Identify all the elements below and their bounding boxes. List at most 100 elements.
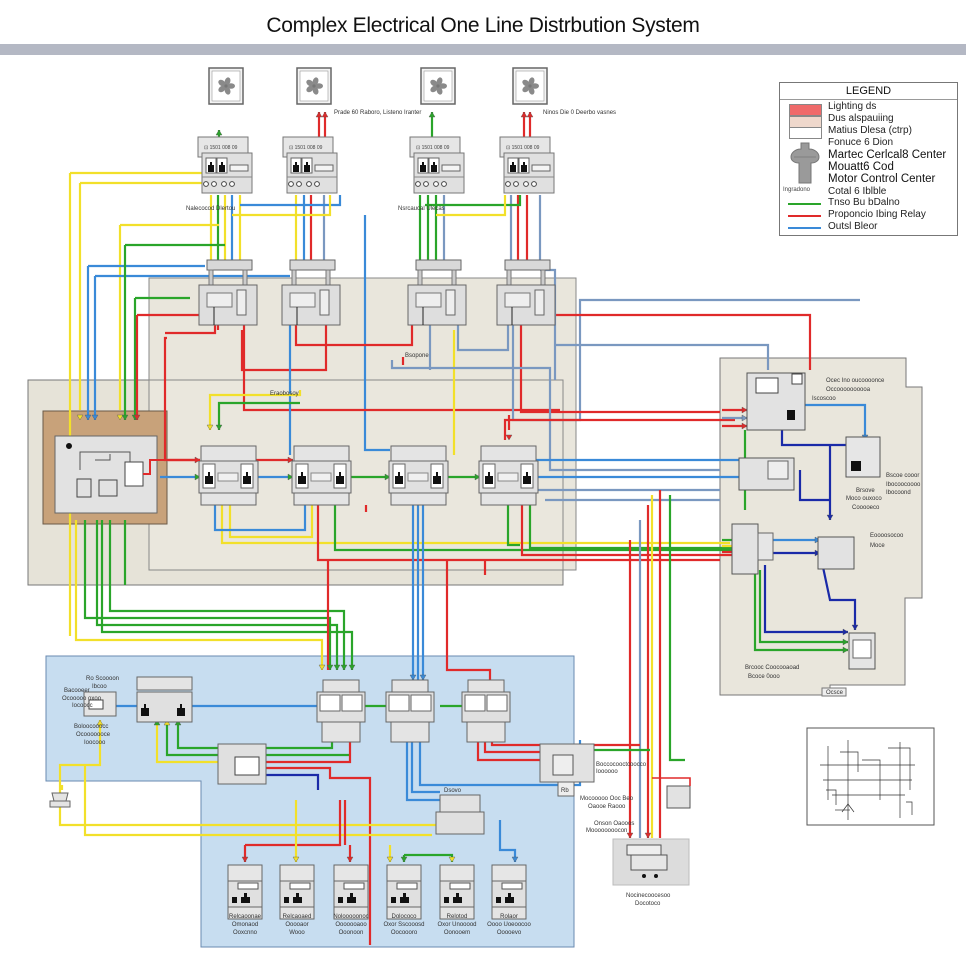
load-unit-label: Ooxcnno [233,930,258,936]
terminal-icon [523,181,529,187]
mcc-tag: ⊡ 1501 008 09 [416,145,450,151]
meter-terminals [626,844,662,856]
switchgear-breaker-3-top [390,445,447,462]
relay-coil [415,292,442,308]
center-bus-label: Bsopone [405,353,429,359]
switchgear-breaker-4-top [480,445,537,462]
wire-wire_blue [498,820,517,862]
switch-nameplate [767,460,789,480]
indicator-icon [338,897,343,903]
wire-arrowhead [116,414,124,421]
wire-arrowhead [215,129,223,136]
substation-note-5: Ibocoocoooo [886,482,921,488]
blue-zone-note-2: Ibcoo [92,684,107,690]
junction-box-label: Dsovo [444,788,462,794]
fan-blade-icon [312,77,319,86]
fan-blade-icon [306,79,314,87]
load-unit-3-top [333,864,369,882]
schematic-line [862,759,881,800]
load-unit-label: Relcaoaed [283,914,312,920]
load-unit-label: Oonooem [444,930,470,936]
relay-note-2: Ioooooo [596,769,618,775]
breaker-handle-icon [453,893,462,903]
load-unit-5-base [439,906,475,920]
distribution-meter-3-base [466,721,506,743]
terminal-icon [531,181,537,187]
schematic-line [906,801,913,815]
breaker-handle-icon [336,472,344,484]
meter-window [486,694,508,712]
mcc-1-note: Nalecocod Dlertou [186,206,235,212]
substation-note-2: Occoooooooooa [826,387,871,393]
load-unit-4-base [386,906,422,920]
wire-wire_yellow [155,720,220,764]
blue-zone-note-4: Ocooooo oxoo [62,696,102,702]
panel-component [76,478,92,498]
relay-note-1: Boccocooctcoocco [596,762,647,768]
load-unit-label: Oocoooro [391,930,418,936]
load-unit-label: Relcaoonae [229,914,262,920]
wire-arrowhead [96,719,104,726]
breaker-handle-icon [433,472,441,484]
wire-arrowhead [333,664,341,671]
fan-blade-icon [306,85,314,93]
indicator-icon [791,373,803,385]
indicator-icon [444,897,449,903]
distribution-meter-1-base [321,721,361,743]
standoff [451,269,457,286]
wire-wire_navy [265,773,320,790]
substation-panel [731,523,759,575]
load-unit-2-top [279,864,315,882]
substation-note-11: Bcoce 0ooo [748,674,780,680]
wire-arrowhead [91,414,99,421]
relay-coil [206,292,233,308]
motor-drive [817,536,855,570]
protective-relay-2-terminal-strip [289,259,336,271]
horn-device-icon [49,792,71,808]
breaker-handle-icon [177,704,185,716]
schematic-line [888,747,911,790]
wire-wire_steel [555,343,770,370]
breaker-handle-icon [400,893,409,903]
wire-arrowhead [287,473,294,481]
wire-wire_blue [790,403,867,440]
protective-relay-4-terminal-strip [504,259,551,271]
breaker-handle-icon [293,893,302,903]
load-unit-label: Nolooooonoc [333,914,368,920]
standoff [242,269,248,286]
wire-wire_green [506,505,520,547]
wire-wire_yellow [83,765,432,837]
load-unit-label: Oxor Unooood [437,922,476,928]
meter-label-1: Nocinecoocesoo [626,893,671,899]
terminal-icon [314,181,320,187]
substation-note-7: Brsove [856,488,875,494]
breaker-handle-icon [219,162,225,172]
blue-zone-breaker-top [136,676,193,691]
terminal-icon [221,181,227,187]
breaker-handle-icon [241,893,250,903]
wire-arrowhead [741,414,748,422]
wire-wire_steel [456,325,510,352]
wire-arrowhead [851,624,859,631]
wire-wire_blue [410,720,440,794]
drive-display [852,639,872,659]
motor-drive-label-1: Eoooosocoo [870,533,904,539]
meter-window [410,694,432,712]
breaker-handle-icon [347,893,356,903]
wire-arrowhead [84,414,92,421]
load-unit-6-base [491,906,527,920]
switchgear-breaker-4-base [480,492,537,506]
wire-wire_yellow [208,390,302,430]
breaker-handle-icon [851,461,861,471]
control-transformer [666,785,691,809]
wire-arrowhead [194,473,201,481]
legend-line-blue [788,227,821,229]
wire-wire_red [245,800,342,847]
terminal-icon [513,181,519,187]
meter-lug-icon [642,874,646,878]
revenue-meter [630,854,668,871]
wire-wire_navy [818,552,857,630]
wire-wire_red [165,325,217,335]
terminal-icon [505,181,511,187]
